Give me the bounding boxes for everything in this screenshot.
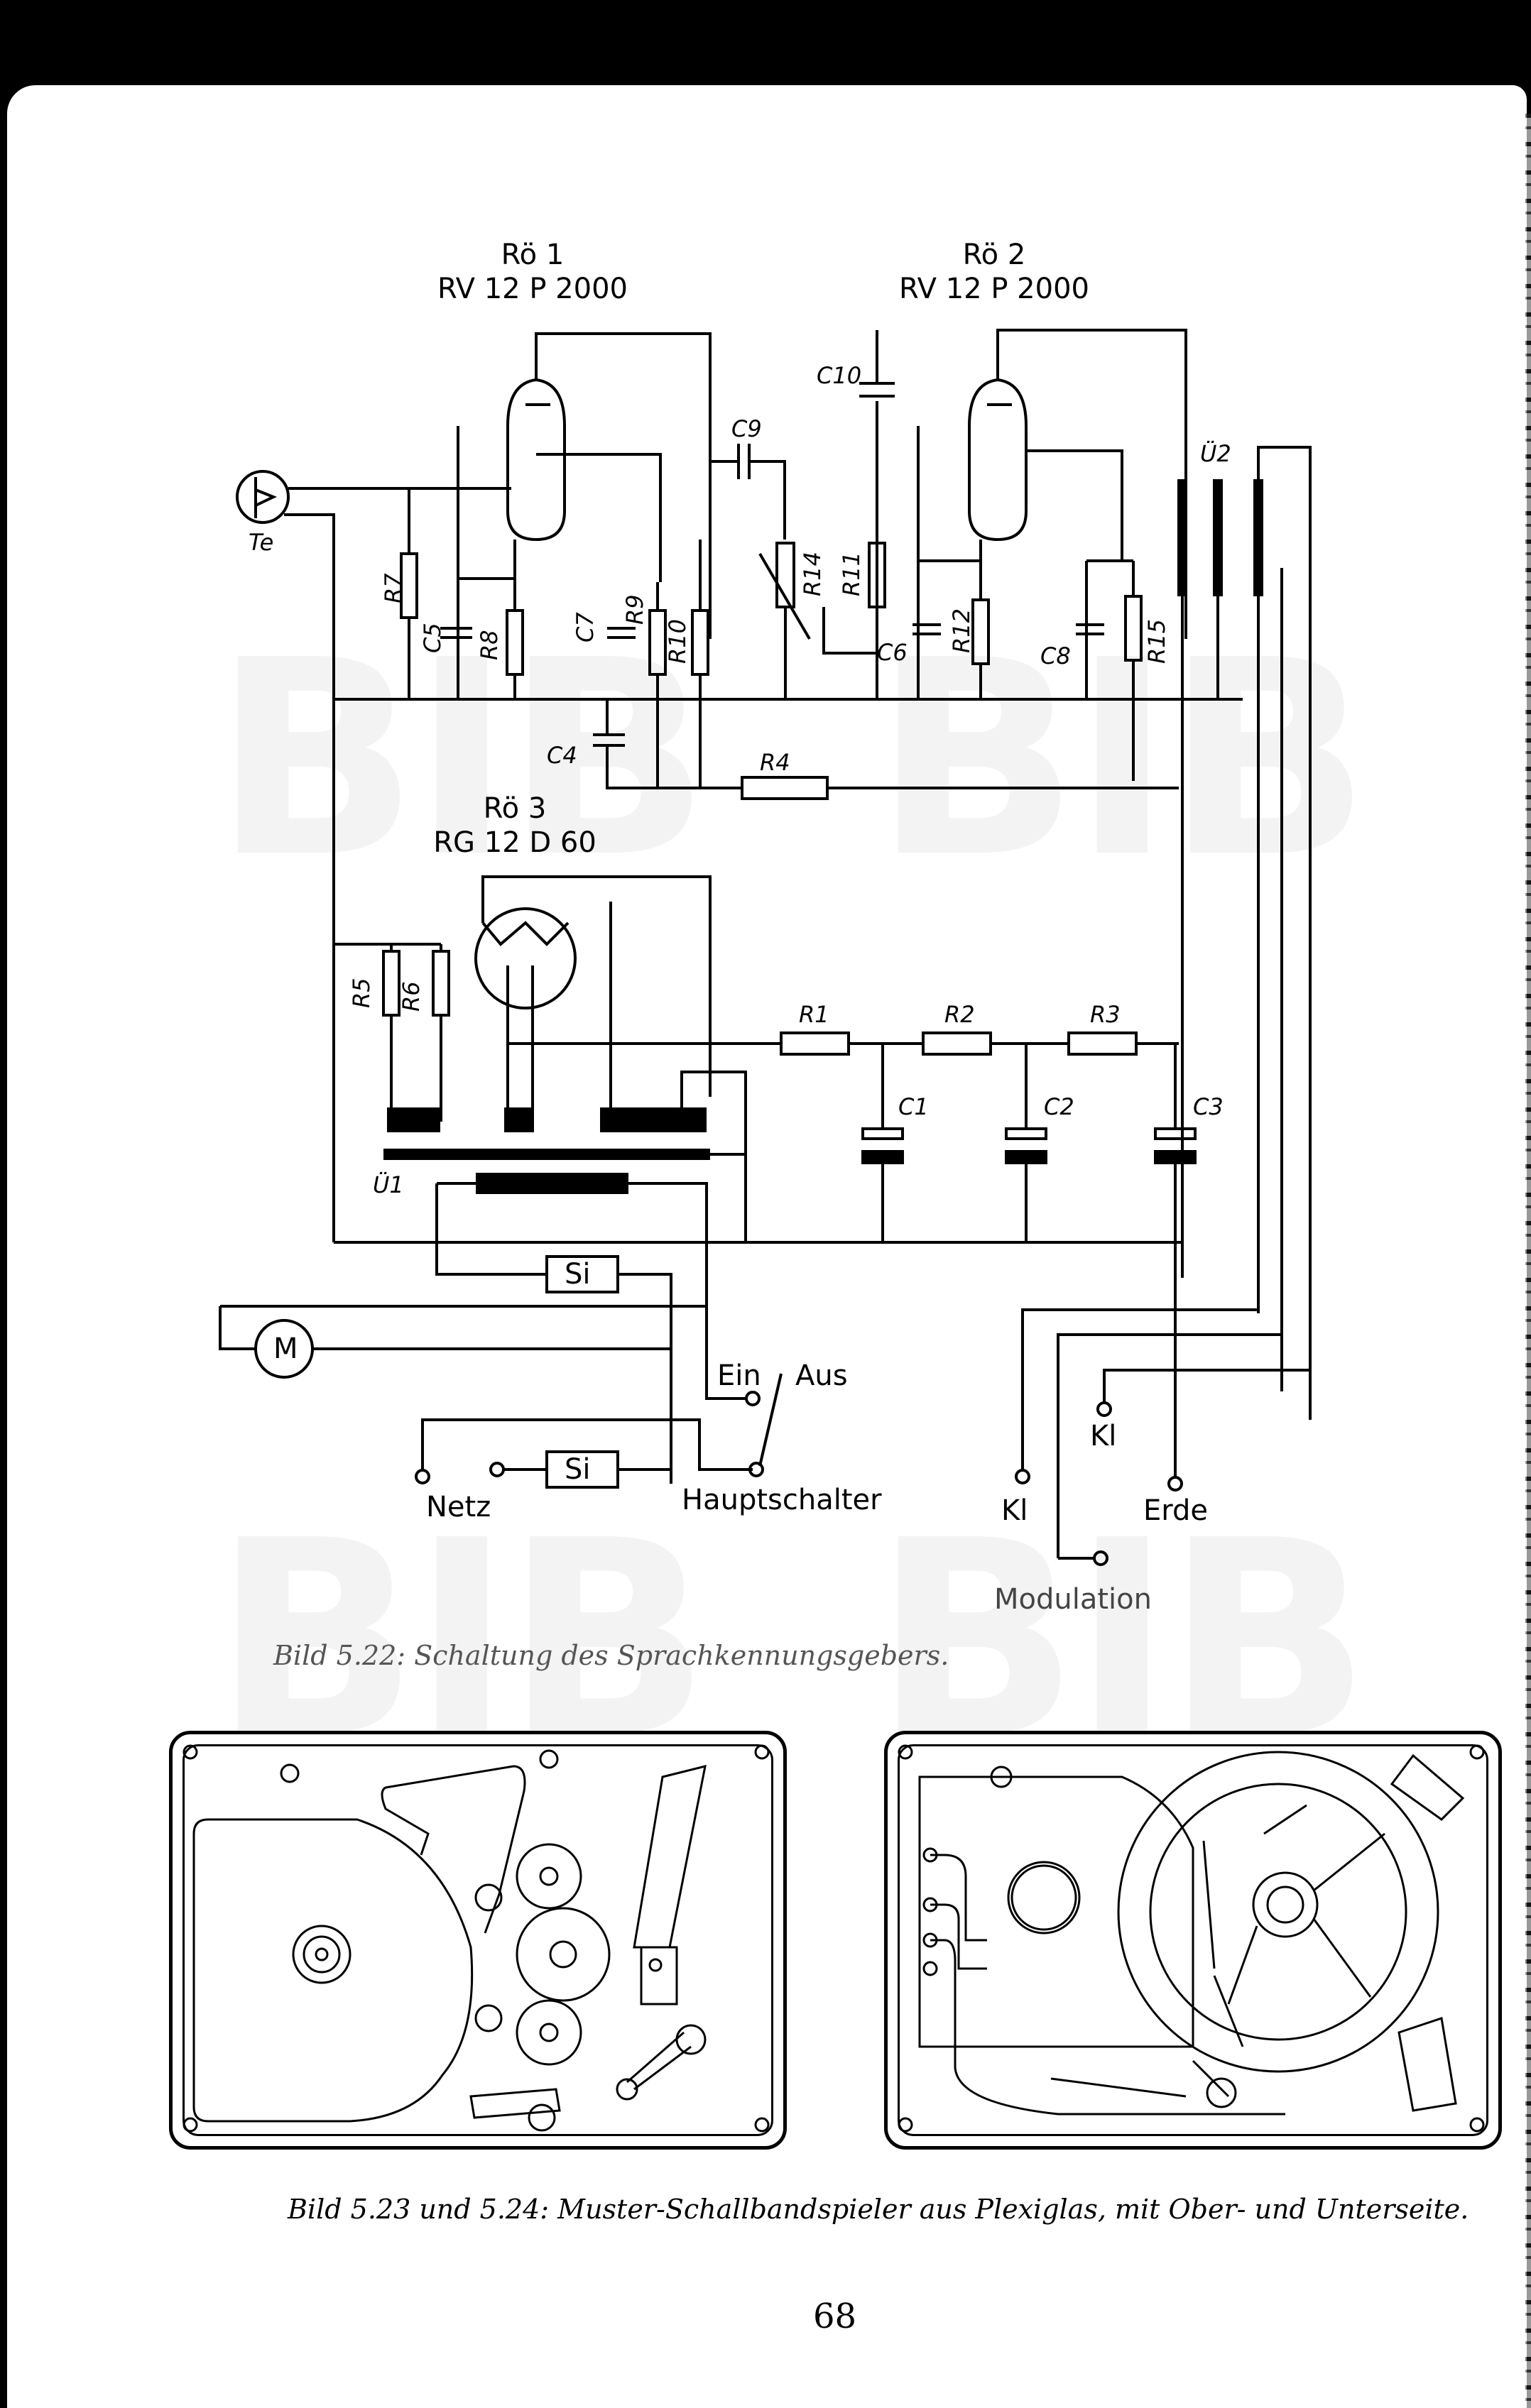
capacitor-c1 (861, 1127, 904, 1242)
resistor-r4 (741, 776, 829, 800)
label-r5: R5 (348, 978, 375, 1008)
label-r15: R15 (1143, 619, 1170, 664)
label-r1: R1 (799, 1001, 829, 1028)
transformer-u2 (1177, 479, 1263, 596)
fuse-si-1 (545, 1255, 619, 1293)
label-c5: C5 (419, 623, 446, 653)
tube-name: Rö 3 (483, 792, 547, 825)
resistor-r12 (917, 426, 990, 699)
page-edge (1525, 114, 1531, 2408)
tube-label-roe2: Rö 2 RV 12 P 2000 (888, 238, 1101, 306)
capacitor-c2 (1005, 1127, 1047, 1242)
watermark: BIB (873, 1482, 1371, 1797)
tube-label-roe1: Rö 1 RV 12 P 2000 (426, 238, 639, 306)
label-modulation: Modulation (994, 1583, 1152, 1616)
label-c6: C6 (877, 639, 908, 666)
tube-roe3 (474, 907, 577, 1009)
label-r3: R3 (1090, 1001, 1121, 1028)
transformer-u1 (383, 1107, 710, 1194)
label-kl-1: Kl (1090, 1420, 1117, 1452)
label-r11: R11 (838, 552, 865, 596)
plate-outline (182, 1744, 773, 2136)
watermark: BIB (213, 602, 711, 916)
label-r8: R8 (476, 630, 503, 660)
label-r6: R6 (398, 981, 425, 1012)
fuse-si-2 (545, 1450, 619, 1489)
label-aus: Aus (795, 1359, 848, 1392)
label-c8: C8 (1040, 642, 1071, 669)
label-ein: Ein (717, 1359, 761, 1392)
microphone-symbol (236, 470, 290, 524)
resistor-r11 (822, 542, 886, 655)
label-r4: R4 (760, 749, 790, 776)
label-u2: Ü2 (1200, 440, 1231, 467)
label-motor: M (273, 1332, 298, 1365)
label-r2: R2 (944, 1001, 975, 1028)
label-c3: C3 (1193, 1093, 1224, 1120)
label-netz: Netz (426, 1491, 491, 1523)
label-hauptschalter: Hauptschalter (682, 1484, 882, 1516)
resistor-r8 (457, 426, 524, 699)
label-c9: C9 (731, 415, 762, 442)
resistor-r10 (691, 540, 709, 788)
tube-roe2 (968, 378, 1028, 542)
page-number: 68 (813, 2297, 857, 2336)
resistor-r15 (1085, 559, 1143, 781)
tube-type: RV 12 P 2000 (899, 273, 1089, 305)
tape-deck-top-drawing (182, 1744, 770, 2133)
tube-name: Rö 2 (962, 239, 1026, 271)
plate-outline (898, 1744, 1488, 2136)
label-c2: C2 (1044, 1093, 1074, 1120)
label-c10: C10 (817, 362, 862, 389)
tube-name: Rö 1 (501, 239, 565, 271)
tube-label-roe3: Rö 3 RG 12 D 60 (426, 792, 604, 860)
label-c4: C4 (547, 742, 577, 769)
figure-caption-5-22: Bild 5.22: Schaltung des Sprachkennungsg… (273, 1640, 949, 1671)
label-erde: Erde (1143, 1494, 1209, 1527)
watermark: BIB (873, 602, 1371, 916)
label-fuse-1: Si (565, 1258, 591, 1291)
label-fuse-2: Si (565, 1453, 591, 1486)
label-r7: R7 (380, 573, 407, 603)
resistor-r2 (922, 1031, 992, 1056)
resistor-r7 (400, 488, 418, 699)
label-c7: C7 (572, 612, 599, 642)
capacitor-c3 (1154, 1127, 1197, 1477)
tube-type: RV 12 P 2000 (437, 273, 628, 305)
wire (284, 487, 511, 1242)
label-r14: R14 (799, 552, 826, 596)
figure-5-24-bottom-view (884, 1731, 1502, 2150)
resistor-r14 (758, 542, 811, 699)
label-r9: R9 (621, 594, 648, 625)
resistor-r9 (648, 582, 667, 788)
label-kl-2: Kl (1001, 1494, 1028, 1527)
label-te: Te (249, 529, 274, 556)
figure-caption-5-23-5-24: Bild 5.23 und 5.24: Muster-Schallbandspi… (288, 2194, 1469, 2225)
watermark: BIB (213, 1482, 711, 1797)
resistor-r6 (334, 943, 450, 1122)
resistor-r3 (1067, 1031, 1138, 1056)
label-u1: Ü1 (373, 1171, 404, 1198)
tape-deck-bottom-drawing (898, 1744, 1485, 2133)
figure-5-23-top-view (169, 1731, 787, 2150)
tube-type: RG 12 D 60 (433, 826, 596, 859)
motor-symbol (254, 1319, 314, 1379)
resistor-r5 (382, 944, 401, 1122)
resistor-r1 (780, 1031, 850, 1056)
label-c1: C1 (898, 1093, 929, 1120)
label-r12: R12 (948, 608, 975, 653)
label-r10: R10 (664, 619, 691, 664)
tube-roe1 (506, 378, 566, 542)
